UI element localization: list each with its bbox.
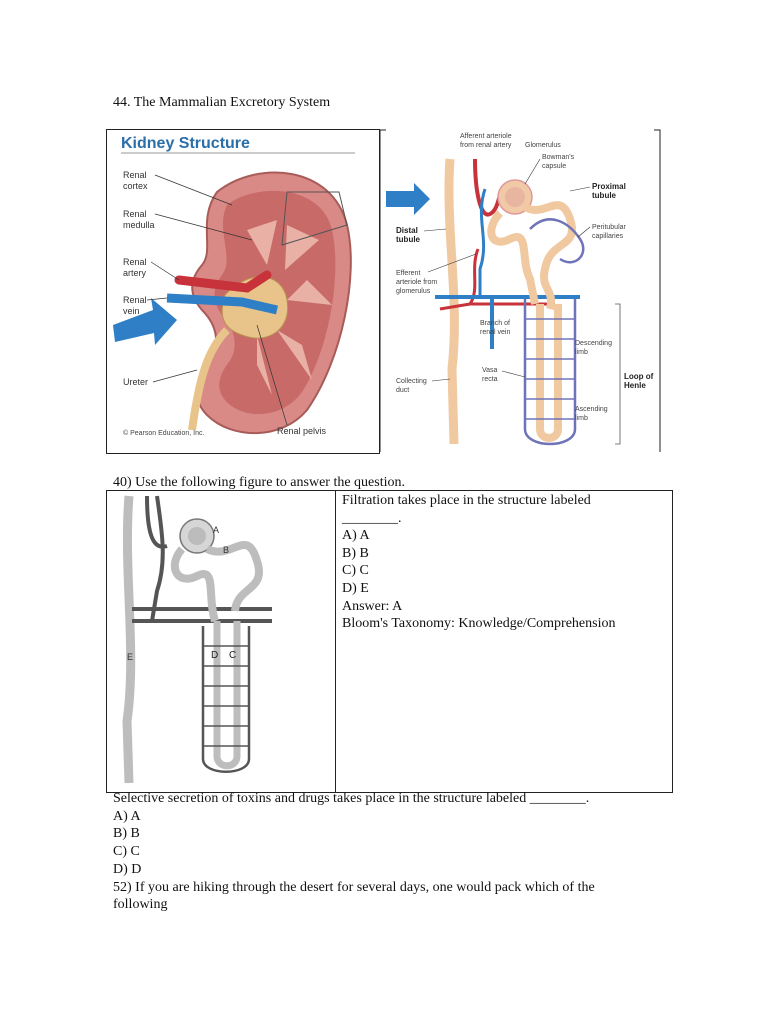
leader-line (151, 262, 179, 280)
figure-letter-a: A (213, 525, 219, 535)
label-vasa-recta: Vasa (482, 367, 498, 374)
kidney-illustration: Kidney Structure Renal cortex Renal medu… (107, 130, 379, 453)
answer-cell: Filtration takes place in the structure … (336, 491, 673, 793)
secretion-option-c: C) C (113, 843, 595, 861)
figure-letter-c: C (229, 650, 236, 661)
nephron-illustration: Afferent arteriole from renal artery Glo… (380, 129, 662, 452)
copyright-credit: © Pearson Education, Inc. (123, 429, 204, 437)
glomerulus-core (505, 187, 525, 207)
question-52-line1: 52) If you are hiking through the desert… (113, 879, 595, 897)
figure-letter-b: B (223, 545, 229, 555)
leader-line (502, 371, 525, 377)
figure-cell: A B C D E (107, 491, 336, 793)
option-d: D) E (342, 580, 672, 598)
option-c: C) C (342, 562, 672, 580)
leader-line (525, 159, 540, 184)
question-40-table: A B C D E Filtration takes place in the … (106, 490, 673, 793)
vasa-recta-shape (525, 299, 575, 444)
vessel-gray (147, 496, 167, 621)
label-peritubular-2: capillaries (592, 233, 624, 240)
arrow-right-icon (386, 183, 430, 215)
label-renal-cortex-2: cortex (123, 181, 148, 191)
question-secretion: Selective secretion of toxins and drugs … (113, 790, 595, 914)
label-renal-artery: Renal (123, 257, 147, 267)
label-bowmans-capsule-2: capsule (542, 163, 566, 170)
label-collecting-duct-2: duct (396, 387, 409, 394)
page-title: 44. The Mammalian Excretory System (113, 94, 330, 112)
leader-line (424, 229, 446, 231)
label-peritubular: Peritubular (592, 224, 627, 231)
secretion-option-b: B) B (113, 825, 595, 843)
label-renal-vein-2: vein (123, 306, 140, 316)
figure-letter-e: E (127, 652, 133, 662)
label-branch-renal-vein: Branch of (480, 320, 510, 327)
leader-line (153, 370, 197, 382)
label-efferent-arteriole: Efferent (396, 270, 420, 277)
label-bowmans-capsule: Bowman's (542, 154, 575, 161)
label-proximal-tubule-2: tubule (592, 191, 617, 200)
label-ascending-limb-2: limb (575, 415, 588, 422)
loop-of-henle-shape (540, 304, 558, 438)
vasa-recta-gray (203, 626, 249, 772)
bracket-right (654, 130, 660, 452)
label-loop-of-henle-2: Henle (624, 381, 646, 390)
label-ascending-limb: Ascending (575, 406, 608, 413)
kidney-figure-title: Kidney Structure (121, 135, 250, 152)
label-glomerulus: Glomerulus (525, 142, 561, 149)
label-afferent-arteriole: Afferent arteriole (460, 133, 512, 140)
label-proximal-tubule: Proximal (592, 182, 626, 191)
label-collecting-duct: Collecting (396, 378, 427, 385)
label-renal-medulla: Renal (123, 209, 147, 219)
vein-shape (480, 189, 485, 297)
kidney-figure: Kidney Structure Renal cortex Renal medu… (106, 129, 380, 454)
label-distal-tubule: Distal (396, 226, 418, 235)
label-renal-medulla-2: medulla (123, 220, 155, 230)
label-afferent-arteriole-2: from renal artery (460, 142, 512, 149)
label-vasa-recta-2: recta (482, 376, 498, 383)
bloom-taxonomy: Bloom's Taxonomy: Knowledge/Comprehensio… (342, 615, 672, 633)
nephron-figure: Afferent arteriole from renal artery Glo… (380, 129, 662, 452)
option-a: A) A (342, 527, 672, 545)
label-ureter: Ureter (123, 377, 148, 387)
label-renal-pelvis: Renal pelvis (277, 426, 327, 436)
question-40-stem-blank: ________. (342, 510, 672, 528)
vasa-recta-rungs-gray (203, 646, 249, 746)
label-distal-tubule-2: tubule (396, 235, 421, 244)
bracket-left (380, 130, 386, 452)
label-renal-vein: Renal (123, 295, 147, 305)
vasa-recta-rungs (525, 319, 575, 419)
question-40-stem: Filtration takes place in the structure … (342, 492, 672, 510)
label-loop-of-henle: Loop of (624, 372, 654, 381)
leader-line (147, 298, 167, 300)
nephron-grayscale-figure: A B C D E (107, 491, 335, 787)
option-b: B) B (342, 545, 672, 563)
loop-bracket (615, 304, 620, 444)
label-efferent-arteriole-3: glomerulus (396, 288, 431, 295)
secretion-stem: Selective secretion of toxins and drugs … (113, 790, 595, 808)
leader-line (432, 379, 450, 381)
loop-gray (217, 621, 237, 766)
label-descending-limb: Descending (575, 340, 612, 347)
glomerulus-core-gray (188, 527, 206, 545)
label-renal-cortex: Renal (123, 170, 147, 180)
question-52-line2: following (113, 896, 595, 914)
answer-line: Answer: A (342, 598, 672, 616)
distal-tubule-shape (491, 213, 535, 304)
collecting-duct-gray (127, 496, 131, 783)
secretion-option-d: D) D (113, 861, 595, 879)
label-efferent-arteriole-2: arteriole from (396, 279, 437, 286)
leader-line (578, 227, 590, 237)
label-descending-limb-2: limb (575, 349, 588, 356)
figure-letter-d: D (211, 650, 218, 661)
leader-line (570, 187, 590, 191)
label-branch-renal-vein-2: renal vein (480, 329, 510, 336)
secretion-option-a: A) A (113, 808, 595, 826)
collecting-duct-shape (449, 159, 454, 444)
label-renal-artery-2: artery (123, 268, 147, 278)
